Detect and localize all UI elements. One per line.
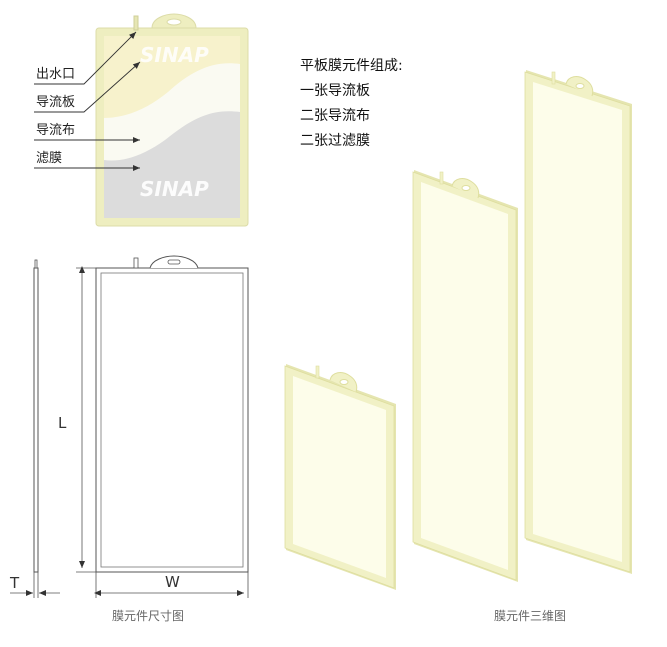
composition-item-2: 二张导流布 <box>300 108 370 124</box>
composition-heading: 平板膜元件组成: <box>300 58 403 74</box>
dimension-drawing: L W T 膜元件尺寸图 <box>9 255 249 623</box>
length-label: L <box>58 414 67 432</box>
panel-large <box>524 70 632 574</box>
thickness-label: T <box>9 574 20 592</box>
three-d-view: 膜元件三维图 <box>284 70 632 623</box>
exploded-view: SINAP SINAP 出水口 导流板 导流布 滤膜 <box>34 13 249 227</box>
width-label: W <box>165 573 180 591</box>
label-guide-plate: 导流板 <box>36 95 75 110</box>
flow-guide-layer <box>104 36 240 118</box>
front-view-inner <box>100 272 244 568</box>
logo-bottom: SINAP <box>140 177 209 201</box>
leader-guide-plate <box>34 61 141 113</box>
leader-outlet <box>34 31 137 85</box>
panel-medium <box>412 170 518 582</box>
composition-item-3: 二张过滤膜 <box>300 133 370 149</box>
outlet-tube <box>133 15 139 31</box>
dimension-caption: 膜元件尺寸图 <box>112 609 184 623</box>
composition-item-1: 一张导流板 <box>300 83 370 99</box>
panel-small <box>284 364 396 590</box>
label-filter-membrane: 滤膜 <box>36 151 62 166</box>
side-view <box>33 267 39 573</box>
three-d-caption: 膜元件三维图 <box>494 609 566 623</box>
label-guide-cloth: 导流布 <box>36 123 75 138</box>
composition-text: 平板膜元件组成: 一张导流板 二张导流布 二张过滤膜 <box>300 58 403 149</box>
label-outlet: 出水口 <box>36 67 75 82</box>
logo-top: SINAP <box>140 43 209 67</box>
